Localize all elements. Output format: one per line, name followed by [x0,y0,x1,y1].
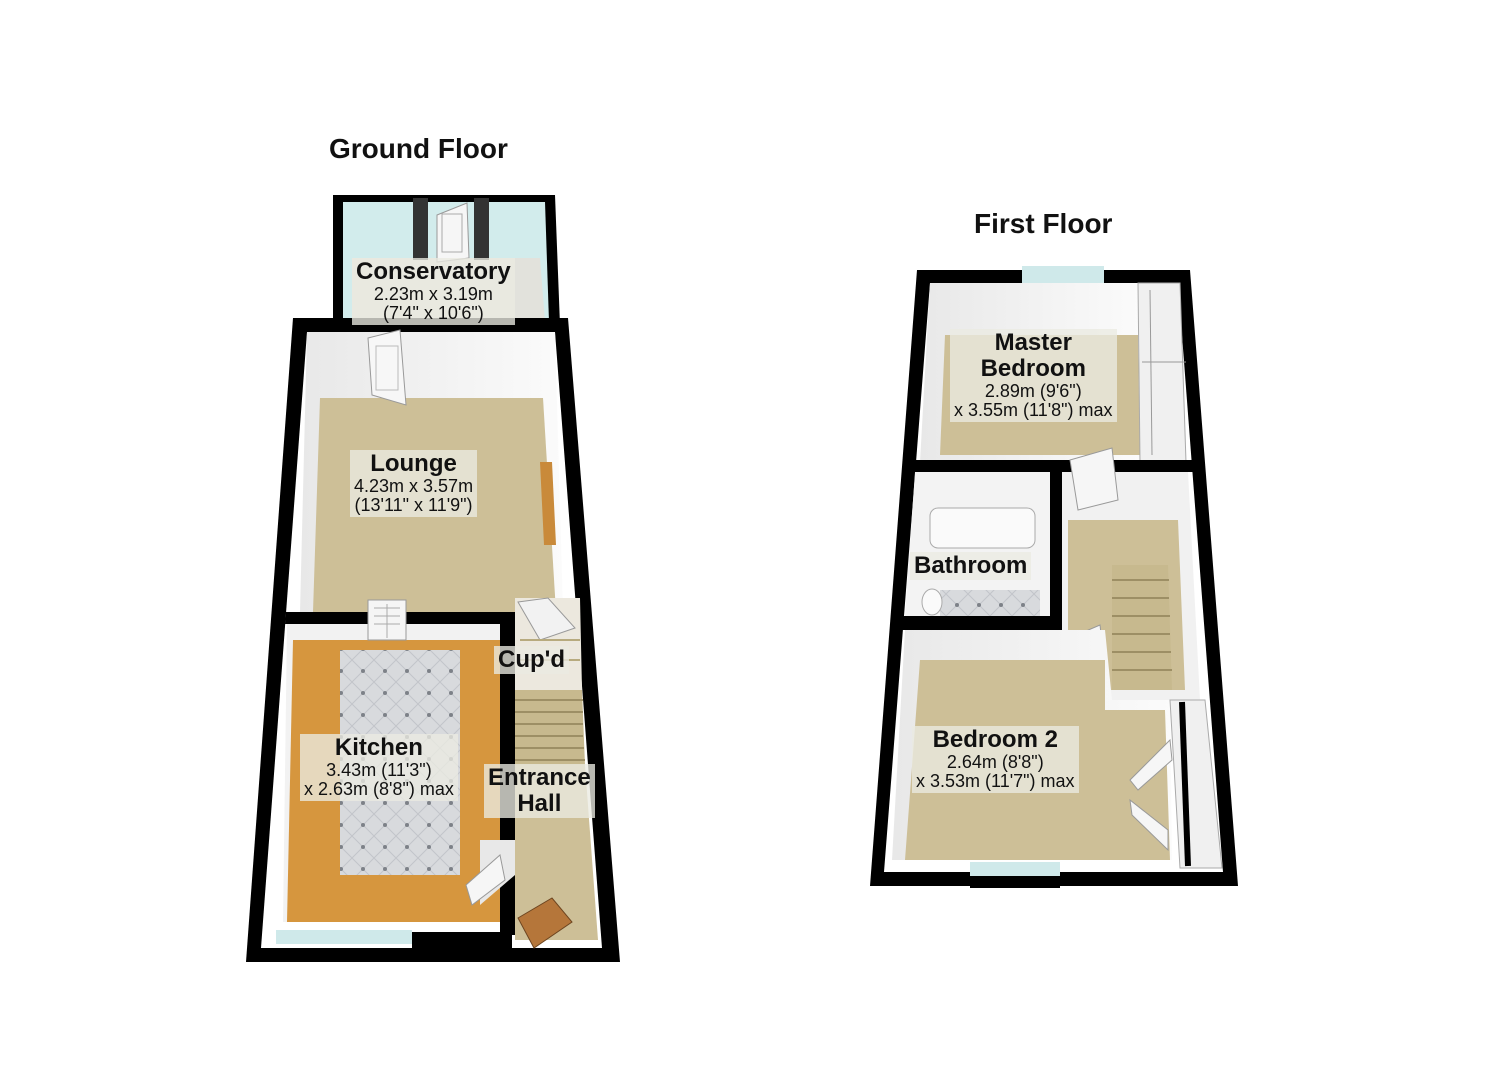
kitchen-name: Kitchen [334,734,423,761]
cupboard-room [515,597,582,690]
lounge-door-icon [367,329,407,406]
wardrobe-icon [1137,282,1187,463]
conservatory-door-icon [436,202,470,263]
conservatory-dim-metric: 2.23m x 3.19m [373,283,493,304]
entrance-hall-name-line2: Hall [517,789,562,817]
lounge-label: Lounge 4.23m x 3.57m (13'11" x 11'9") [350,450,478,517]
master-bedroom-name-line1: Master [994,329,1072,356]
bathroom-room [905,472,1050,616]
master-bedroom-dim-max: x 3.55m (11'8") max [954,400,1113,421]
staircase-icon [515,690,585,765]
hall-door-icon [465,854,506,906]
ground-floor-title: Ground Floor [329,133,508,164]
kitchen-dim-metric: 3.43m (11'3") [326,759,432,780]
master-bedroom-label: Master Bedroom 2.89m (9'6") x 3.55m (11'… [950,329,1117,422]
staircase-icon [1112,565,1172,690]
toilet-icon [921,588,943,616]
master-bedroom-dim-metric: 2.89m (9'6") [984,380,1082,401]
conservatory-name: Conservatory [356,258,511,285]
lounge-dim-imperial: (13'11" x 11'9") [354,495,473,516]
kitchen-window-icon [367,599,407,641]
cupboard-name: Cup'd [498,646,566,673]
conservatory-label: Conservatory 2.23m x 3.19m (7'4" x 10'6"… [352,258,515,325]
cupboard-label: Cup'd [494,646,570,674]
bathtub-icon [929,507,1036,549]
entrance-hall-name-line1: Entrance [488,764,591,791]
bathroom-label: Bathroom [910,552,1032,580]
master-bedroom-name-line2: Bedroom [980,354,1086,382]
lounge-name: Lounge [370,450,457,477]
first-floor-title: First Floor [974,208,1113,239]
bedroom-2-dim-metric: 2.64m (8'8") [946,751,1044,772]
bedroom-2-dim-max: x 3.53m (11'7") max [916,771,1075,792]
lounge-dim-metric: 4.23m x 3.57m [354,475,474,496]
entrance-hall-label: Entrance Hall [484,764,595,818]
bedroom-2-label: Bedroom 2 2.64m (8'8") x 3.53m (11'7") m… [912,726,1079,793]
lounge-sideboard-icon [540,462,556,545]
wardrobe-icon [1129,699,1223,869]
kitchen-label: Kitchen 3.43m (11'3") x 2.63m (8'8") max [300,734,458,801]
bathroom-name: Bathroom [914,552,1028,579]
bedroom-2-name: Bedroom 2 [932,726,1058,753]
conservatory-dim-imperial: (7'4" x 10'6") [383,303,484,324]
kitchen-dim-max: x 2.63m (8'8") max [304,779,454,800]
entrance-door-icon [517,897,573,949]
